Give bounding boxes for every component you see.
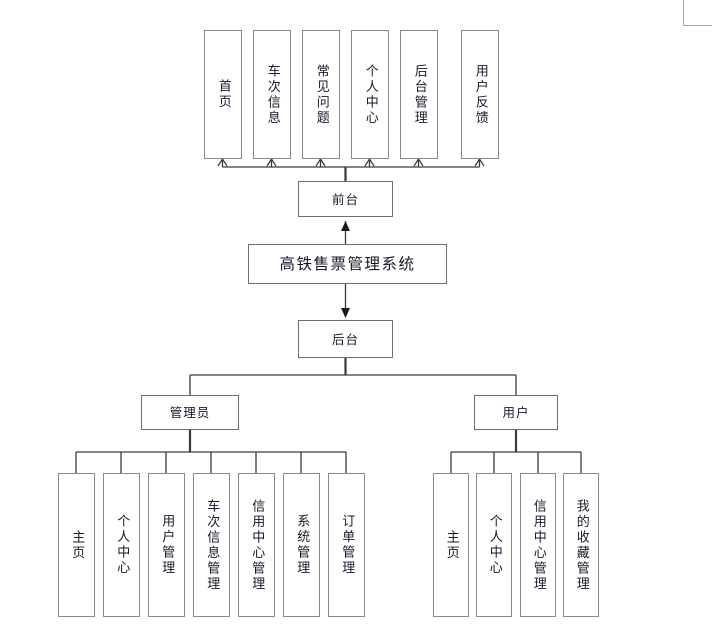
user-child-label-4: 我的收藏管理 xyxy=(573,498,589,592)
admin-child-label-2: 个人中心 xyxy=(114,514,130,576)
admin-child-label-7: 订单管理 xyxy=(339,514,355,576)
frontend-child-label-1: 首页 xyxy=(215,79,231,110)
frontend-child-label-3: 常见问题 xyxy=(313,63,329,126)
admin-child-box-1[interactable]: 主页 xyxy=(58,473,95,617)
user-child-box-3[interactable]: 信用中心管理 xyxy=(520,473,556,617)
admin-child-box-5[interactable]: 信用中心管理 xyxy=(238,473,275,617)
admin-child-box-6[interactable]: 系统管理 xyxy=(283,473,320,617)
admin-child-label-1: 主页 xyxy=(69,529,85,561)
admin-child-label-3: 用户管理 xyxy=(159,514,175,576)
frontend-child-label-6: 用户反馈 xyxy=(472,63,488,126)
user-role-label: 用户 xyxy=(502,405,530,420)
admin-child-label-5: 信用中心管理 xyxy=(249,498,265,592)
frontend-child-label-5: 后台管理 xyxy=(411,63,427,126)
user-child-box-2[interactable]: 个人中心 xyxy=(476,473,512,617)
user-child-label-2: 个人中心 xyxy=(486,514,502,576)
admin-child-box-3[interactable]: 用户管理 xyxy=(148,473,185,617)
frontend-child-label-2: 车次信息 xyxy=(264,63,280,126)
frontend-child-box-3[interactable]: 常见问题 xyxy=(302,30,340,159)
frontend-node-label: 前台 xyxy=(331,191,359,207)
frontend-child-box-6[interactable]: 用户反馈 xyxy=(461,30,499,159)
frontend-child-box-5[interactable]: 后台管理 xyxy=(400,30,438,159)
admin-child-label-6: 系统管理 xyxy=(294,514,310,576)
frontend-node[interactable]: 前台 xyxy=(298,181,393,217)
user-child-label-3: 信用中心管理 xyxy=(530,498,546,592)
root-system-node[interactable]: 高铁售票管理系统 xyxy=(248,244,447,284)
user-child-label-1: 主页 xyxy=(443,529,459,561)
admin-child-box-7[interactable]: 订单管理 xyxy=(328,473,365,617)
frontend-child-box-1[interactable]: 首页 xyxy=(204,30,242,159)
user-role-node[interactable]: 用户 xyxy=(474,395,558,430)
frontend-child-box-4[interactable]: 个人中心 xyxy=(351,30,389,159)
user-child-box-1[interactable]: 主页 xyxy=(433,473,469,617)
backend-node-label: 后台 xyxy=(331,331,359,347)
admin-child-box-4[interactable]: 车次信息管理 xyxy=(193,473,230,617)
user-child-box-4[interactable]: 我的收藏管理 xyxy=(563,473,599,617)
root-system-label: 高铁售票管理系统 xyxy=(279,254,416,273)
partial-box-corner-artifact xyxy=(683,0,712,26)
admin-role-label: 管理员 xyxy=(169,405,211,420)
admin-child-label-4: 车次信息管理 xyxy=(204,498,220,592)
frontend-child-box-2[interactable]: 车次信息 xyxy=(253,30,291,159)
admin-child-box-2[interactable]: 个人中心 xyxy=(103,473,140,617)
admin-role-node[interactable]: 管理员 xyxy=(141,395,239,430)
frontend-child-label-4: 个人中心 xyxy=(362,63,378,126)
backend-node[interactable]: 后台 xyxy=(298,320,393,358)
